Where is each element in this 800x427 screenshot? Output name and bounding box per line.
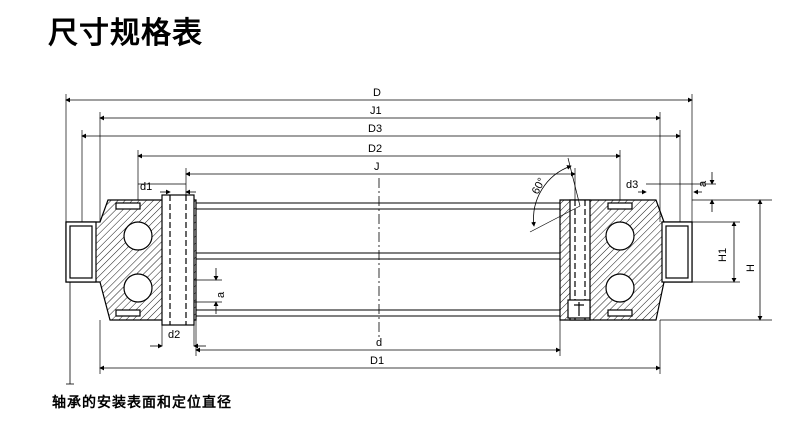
dim-angle-label: 60° [530,176,548,196]
dim-a-top-label: a [697,180,709,187]
left-bearing-section [65,194,197,326]
bore-lines [196,202,560,317]
dim-D2-label: D2 [368,143,382,155]
dim-D1-label: D1 [370,355,384,367]
dim-d3-label: d3 [626,179,638,191]
dimension-lines [65,97,763,385]
dim-d1-label: d1 [140,181,152,193]
dim-d2-label: d2 [168,329,180,341]
dim-d-label: d [376,337,382,349]
right-bearing-section [559,199,693,321]
dim-D3-label: D3 [368,123,382,135]
dim-D-label: D [373,87,381,99]
dim-a-bottom-label: a [215,291,227,298]
mounting-surface-note: 轴承的安装表面和定位直径 [52,395,232,411]
dim-H-label: H [745,264,757,272]
dim-H1-label: H1 [717,248,729,262]
page-title: 尺寸规格表 [48,16,203,51]
dim-J1-label: J1 [370,105,382,117]
dim-J-label: J [374,161,380,173]
